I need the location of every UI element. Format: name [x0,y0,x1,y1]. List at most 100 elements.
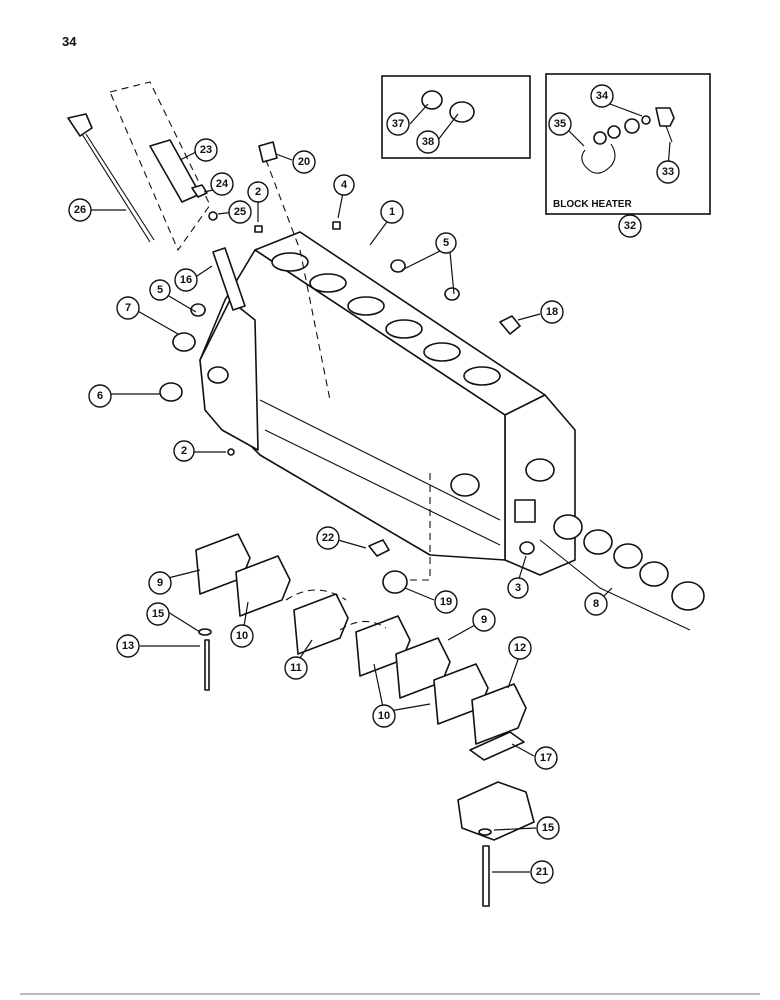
callout-9-left: 9 [148,571,172,595]
svg-text:23: 23 [200,144,212,156]
svg-text:18: 18 [546,306,558,318]
main-bearing-caps [195,533,527,745]
rear-cap-bracket [457,781,535,841]
callout-21: 21 [530,860,554,884]
svg-text:5: 5 [443,237,449,249]
svg-text:13: 13 [122,640,134,652]
fitting [258,141,278,163]
svg-text:16: 16 [180,274,192,286]
callout-9-right: 9 [472,608,496,632]
dipstick-assembly [67,113,155,243]
callout-11: 11 [284,656,308,680]
svg-text:22: 22 [322,532,334,544]
dipstick-tube [109,81,211,252]
inset-block-heater: BLOCK HEATER [545,73,711,215]
page-number: 34 [62,34,77,49]
cam-bearings [539,514,705,631]
cup-plug-c [190,303,206,317]
expansion-plug-rear [159,382,183,402]
svg-text:5: 5 [157,284,163,296]
callout-15-left: 15 [146,602,170,626]
callout-15-right: 15 [536,816,560,840]
callout-32: 32 [618,214,642,238]
callout-18: 18 [540,300,564,324]
washer-left [198,628,212,636]
callout-24: 24 [210,172,234,196]
bolt-left [204,639,210,691]
plug-top [332,221,341,230]
svg-text:9: 9 [157,577,163,589]
svg-text:24: 24 [216,178,229,190]
callout-12: 12 [508,636,532,660]
plug-small [254,225,263,233]
callout-13: 13 [116,634,140,658]
callout-20: 20 [292,150,316,174]
block-heater-caption: BLOCK HEATER [553,199,632,210]
plug-path [410,470,431,581]
callout-1: 1 [380,200,404,224]
clip [191,184,208,198]
callout-10-right: 10 [372,704,396,728]
callout-35: 35 [548,112,572,136]
svg-text:12: 12 [514,642,526,654]
callout-17: 17 [534,746,558,770]
svg-text:2: 2 [181,445,187,457]
svg-text:15: 15 [542,822,554,834]
o-ring [208,211,218,221]
callout-10-left: 10 [230,624,254,648]
seal-retainer [469,731,525,761]
svg-text:35: 35 [554,118,566,130]
expansion-plug [172,332,196,352]
callout-38: 38 [416,130,440,154]
svg-text:2: 2 [255,186,261,198]
callout-22: 22 [316,526,340,550]
svg-text:17: 17 [540,752,552,764]
svg-text:11: 11 [290,662,302,674]
cup-plug-a [390,259,406,273]
callout-4: 4 [333,174,355,196]
svg-text:4: 4 [341,179,348,191]
cup-plug-d [382,570,408,594]
svg-text:33: 33 [662,166,674,178]
svg-text:19: 19 [440,596,452,608]
callout-25: 25 [228,200,252,224]
svg-text:32: 32 [624,220,636,232]
callout-2-side: 2 [173,440,195,462]
svg-text:34: 34 [596,90,609,102]
engine-block [199,231,576,576]
svg-text:10: 10 [378,710,390,722]
svg-text:21: 21 [536,866,548,878]
callout-3: 3 [507,577,529,599]
svg-text:8: 8 [593,598,599,610]
svg-text:25: 25 [234,206,246,218]
callout-16: 16 [174,268,198,292]
svg-text:26: 26 [74,204,86,216]
callout-19: 19 [434,590,458,614]
callout-34: 34 [590,84,614,108]
svg-text:9: 9 [481,614,487,626]
sensor [499,315,521,335]
svg-text:3: 3 [515,582,521,594]
svg-text:38: 38 [422,136,434,148]
fitting-path [265,159,331,401]
jet [368,539,390,557]
plug-front [519,541,535,555]
bolt-right [482,845,490,907]
small-plug [227,448,235,456]
svg-text:10: 10 [236,630,248,642]
tube [212,247,246,311]
cup-plug-b [444,287,460,301]
callout-5-side: 5 [149,279,171,301]
svg-text:1: 1 [389,206,395,218]
callout-5-deck: 5 [435,232,457,254]
svg-text:15: 15 [152,608,164,620]
svg-text:20: 20 [298,156,310,168]
callout-6: 6 [88,384,112,408]
washer-right [478,828,492,836]
svg-text:6: 6 [97,390,103,402]
callout-8: 8 [584,592,608,616]
svg-text:7: 7 [125,302,131,314]
svg-text:37: 37 [392,118,404,130]
